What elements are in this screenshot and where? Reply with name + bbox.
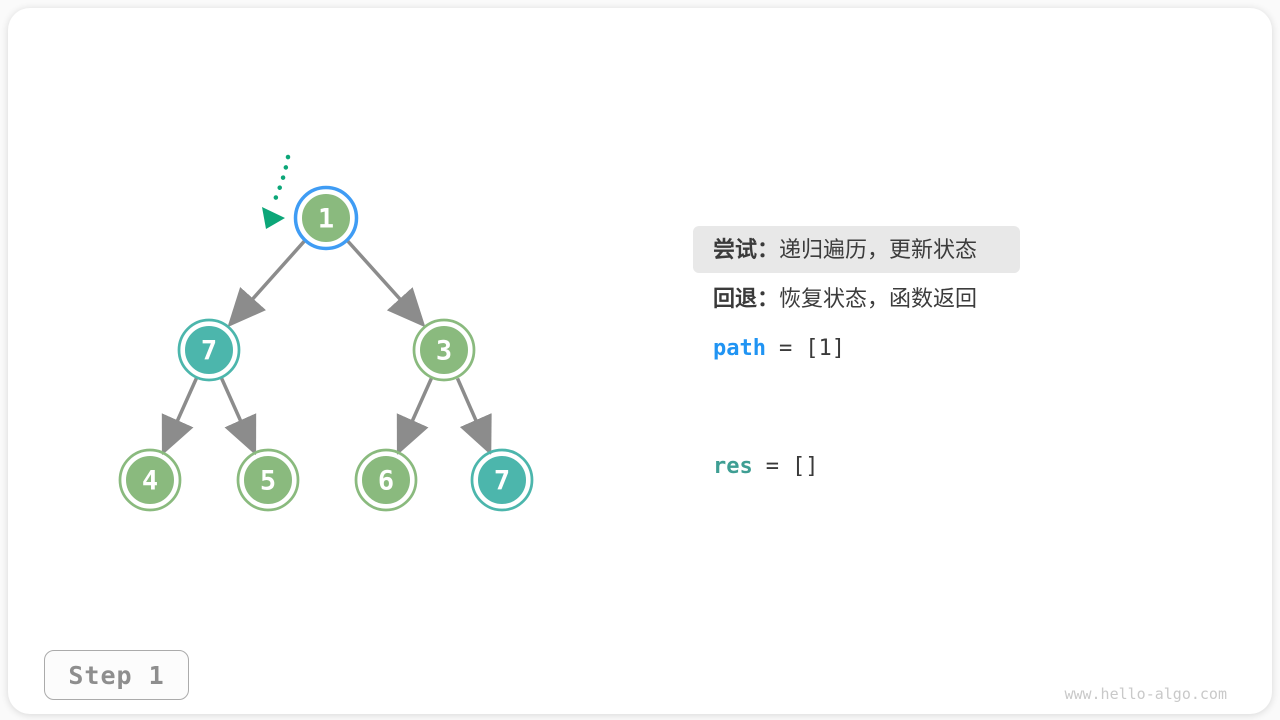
tree-edges — [161, 238, 492, 456]
legend-back-text: 恢复状态，函数返回 — [779, 286, 978, 311]
node-ring — [177, 318, 241, 382]
tree-edge — [455, 377, 492, 456]
node-value: 5 — [260, 466, 276, 497]
legend-back-label: 回退： — [713, 286, 780, 311]
node-circle — [298, 190, 354, 246]
tree-edge — [227, 238, 307, 328]
node-value: 7 — [201, 336, 217, 367]
path-variable-name: path — [713, 336, 766, 361]
tree-node-4-leaf: 4 — [118, 448, 182, 512]
res-variable-value: [] — [792, 454, 819, 479]
node-value: 3 — [436, 336, 452, 367]
tree-node-3-right: 3 — [412, 318, 476, 382]
node-ring — [236, 448, 300, 512]
node-ring — [293, 185, 359, 251]
current-pointer-arrow — [262, 154, 291, 229]
node-circle — [122, 452, 178, 508]
pointer-arrowhead-icon — [262, 207, 285, 229]
node-circle — [181, 322, 237, 378]
tree-node-5-leaf: 5 — [236, 448, 300, 512]
node-value: 4 — [142, 466, 158, 497]
tree-node-1-root: 1 — [293, 185, 359, 251]
tree-node-7-leaf: 7 — [470, 448, 534, 512]
node-ring — [354, 448, 418, 512]
node-ring — [470, 448, 534, 512]
node-value: 6 — [378, 466, 394, 497]
equals-sign: = — [765, 454, 779, 479]
node-circle — [474, 452, 530, 508]
node-value: 1 — [318, 204, 334, 235]
node-ring — [118, 448, 182, 512]
tree-edge — [345, 238, 426, 328]
legend-back: 回退：恢复状态，函数返回 — [713, 275, 977, 322]
res-variable-name: res — [713, 454, 753, 479]
tree-edge — [220, 377, 257, 456]
node-circle — [240, 452, 296, 508]
step-badge-label: Step 1 — [68, 660, 165, 690]
legend-try-label: 尝试： — [713, 237, 780, 262]
node-value: 7 — [494, 466, 510, 497]
res-variable: res = [] — [713, 454, 819, 479]
tree-diagram: 1 7 3 4 5 — [118, 154, 534, 512]
step-badge: Step 1 — [44, 650, 189, 700]
figure-card: 1 7 3 4 5 — [8, 8, 1272, 714]
watermark: www.hello-algo.com — [1064, 685, 1227, 703]
pointer-dotted-line — [270, 154, 291, 207]
legend-try-highlight: 尝试：递归遍历，更新状态 — [693, 226, 1020, 273]
node-circle — [358, 452, 414, 508]
tree-node-7-left: 7 — [177, 318, 241, 382]
legend-try-text: 递归遍历，更新状态 — [779, 237, 978, 262]
equals-sign: = — [778, 336, 793, 361]
tree-edge — [396, 377, 433, 456]
tree-node-6-leaf: 6 — [354, 448, 418, 512]
path-variable: path = [1] — [713, 336, 845, 361]
node-circle — [416, 322, 472, 378]
node-ring — [412, 318, 476, 382]
tree-edge — [161, 377, 198, 456]
path-variable-value: [1] — [805, 336, 845, 361]
